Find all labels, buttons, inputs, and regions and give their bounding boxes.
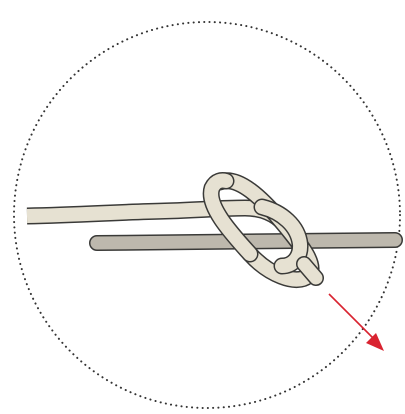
knot-loop (202, 172, 324, 289)
dotted-circle-icon (13, 21, 401, 409)
arrow-down-right-icon (328, 293, 384, 351)
standing-line (26, 199, 291, 230)
